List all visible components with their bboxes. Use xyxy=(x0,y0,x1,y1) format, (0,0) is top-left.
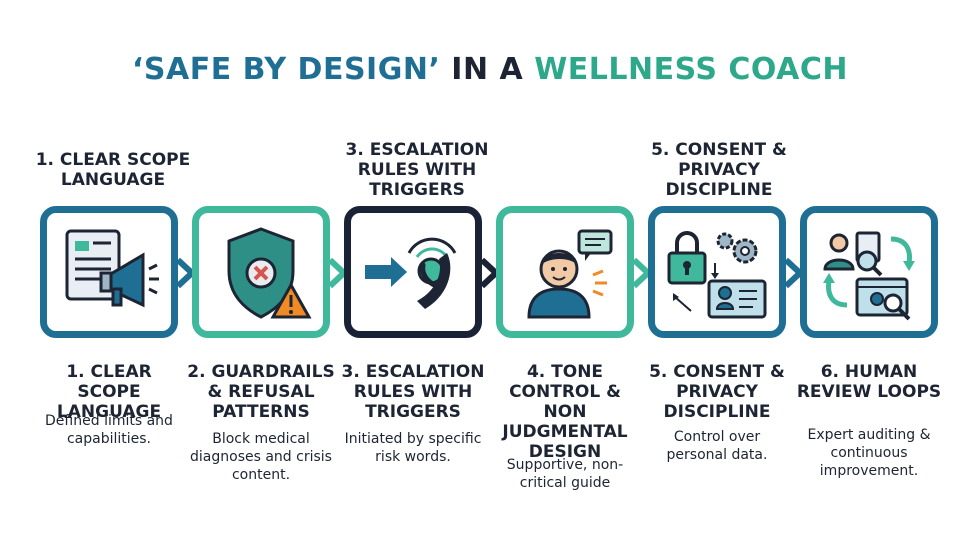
phone-arrow-icon xyxy=(365,237,457,309)
review-loop-icon xyxy=(823,231,915,321)
top-label-step-3: 3. ESCALATION RULES WITH TRIGGERS xyxy=(345,140,489,200)
document-megaphone-icon xyxy=(65,229,159,308)
step-label-3: 3. ESCALATION RULES WITH TRIGGERS xyxy=(341,362,485,422)
step-desc-5: Control over personal data. xyxy=(666,429,768,463)
step-card-6 xyxy=(800,206,938,338)
step-desc-6: Expert auditing & continuous improvement… xyxy=(807,427,931,479)
step-label-2: 2. GUARDRAILS & REFUSAL PATTERNS xyxy=(187,362,335,422)
step-label-6: 6. HUMAN REVIEW LOOPS xyxy=(796,362,942,402)
step-label-1: 1. CLEAR SCOPE LANGUAGE xyxy=(56,362,162,422)
step-label-5: 5. CONSENT & PRIVACY DISCIPLINE xyxy=(649,362,785,422)
step-card-1 xyxy=(40,206,178,338)
top-label-step-1: 1. CLEAR SCOPE LANGUAGE xyxy=(35,150,191,190)
lock-gear-id-icon xyxy=(667,231,767,319)
step-desc-3: Initiated by specific risk words. xyxy=(344,431,482,465)
step-desc-1: Defined limits and capabilities. xyxy=(45,413,173,447)
person-chat-icon xyxy=(527,229,613,319)
step-card-5 xyxy=(648,206,786,338)
step-card-4 xyxy=(496,206,634,338)
step-card-3 xyxy=(344,206,482,338)
step-card-2 xyxy=(192,206,330,338)
step-desc-4: Supportive, non-critical guide xyxy=(506,457,624,491)
top-label-step-5: 5. CONSENT & PRIVACY DISCIPLINE xyxy=(651,140,787,200)
shield-warning-icon xyxy=(227,227,312,319)
step-label-4: 4. TONE CONTROL & NON JUDGMENTAL DESIGN xyxy=(502,362,628,462)
step-desc-2: Block medical diagnoses and crisis conte… xyxy=(190,431,332,483)
page-title: ‘SAFE BY DESIGN’ IN A WELLNESS COACH xyxy=(132,52,848,87)
